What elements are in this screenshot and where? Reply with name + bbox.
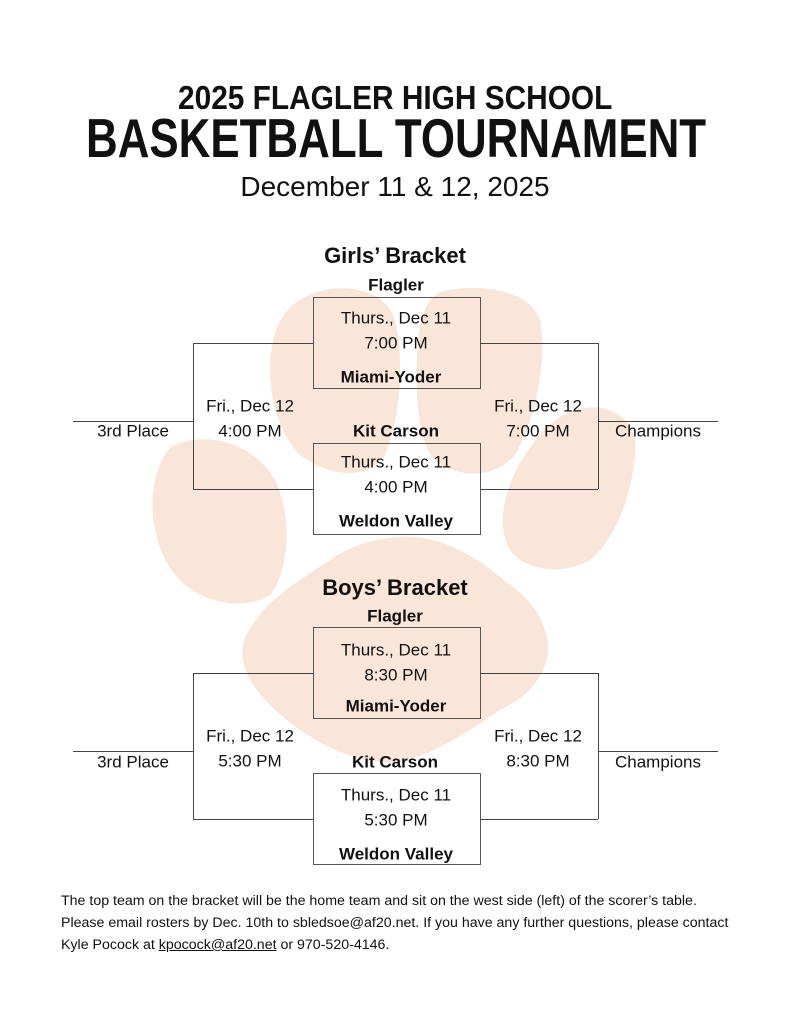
- game1-time: 7:00 PM: [364, 333, 428, 353]
- game1-top-team: Flagler: [368, 275, 424, 295]
- final-game-time: 8:30 PM: [506, 751, 570, 771]
- game2-time: 5:30 PM: [364, 810, 428, 830]
- bracket-line: [193, 819, 313, 820]
- game2-time: 4:00 PM: [364, 477, 428, 497]
- bracket-line: [193, 343, 194, 489]
- final-game-time: 7:00 PM: [506, 421, 570, 441]
- game1-day: Thurs., Dec 11: [340, 308, 452, 328]
- third-game-time: 4:00 PM: [218, 421, 282, 441]
- bracket-title: Boys’ Bracket: [322, 575, 468, 600]
- bracket-line: [193, 673, 313, 674]
- bracket-line: [480, 673, 598, 674]
- third-place-line: [73, 751, 193, 752]
- bracket-line: [598, 343, 599, 489]
- game2-top-team: Kit Carson: [352, 752, 438, 772]
- bracket-line: [480, 819, 598, 820]
- bracket-line: [193, 343, 313, 344]
- footer-phone-text: or 970-520-4146.: [276, 937, 390, 953]
- third-place-line: [73, 421, 193, 422]
- game2-bottom-team: Weldon Valley: [338, 511, 454, 531]
- game2-day: Thurs., Dec 11: [340, 785, 452, 805]
- game2-bottom-team: Weldon Valley: [338, 844, 454, 864]
- game2-day: Thurs., Dec 11: [340, 452, 452, 472]
- third-place-label: 3rd Place: [97, 752, 169, 772]
- paw-main-pad: [242, 536, 549, 763]
- final-game-day: Fri., Dec 12: [494, 726, 582, 746]
- paw-toe-4: [502, 407, 636, 570]
- bracket-line: [193, 673, 194, 819]
- bracket-line: [598, 673, 599, 819]
- footer-note: The top team on the bracket will be the …: [61, 890, 741, 956]
- game2-top-team: Kit Carson: [353, 421, 439, 441]
- third-game-time: 5:30 PM: [218, 751, 282, 771]
- champions-label: Champions: [615, 752, 701, 772]
- champions-line: [598, 751, 718, 752]
- header-line2: BASKETBALL TOURNAMENT: [86, 116, 707, 160]
- paw-toe-3: [152, 439, 287, 604]
- third-place-label: 3rd Place: [97, 421, 169, 441]
- header-line1: 2025 FLAGLER HIGH SCHOOL: [178, 84, 613, 112]
- bracket-line: [480, 489, 598, 490]
- game1-time: 8:30 PM: [364, 665, 428, 685]
- game1-top-team: Flagler: [367, 606, 423, 626]
- game1-bottom-team: Miami-Yoder: [340, 367, 442, 387]
- bracket-line: [480, 343, 598, 344]
- boys-bracket: Boys’ Bracket Flagler Thurs., Dec 11 8:3…: [0, 570, 791, 870]
- contact-email-link[interactable]: kpocock@af20.net: [158, 937, 277, 953]
- paw-toe-2: [416, 287, 543, 474]
- game1-bottom-team: Miami-Yoder: [345, 696, 447, 716]
- bracket-title: Girls’ Bracket: [324, 243, 466, 268]
- champions-label: Champions: [615, 421, 701, 441]
- third-game-day: Fri., Dec 12: [206, 396, 294, 416]
- bracket-line: [193, 489, 313, 490]
- final-game-day: Fri., Dec 12: [494, 396, 582, 416]
- game1-day: Thurs., Dec 11: [340, 640, 452, 660]
- footer-text: The top team on the bracket will be the …: [61, 893, 729, 953]
- girls-bracket: Girls’ Bracket Flagler Thurs., Dec 11 7:…: [0, 240, 791, 540]
- champions-line: [598, 421, 718, 422]
- third-game-day: Fri., Dec 12: [206, 726, 294, 746]
- paw-toe-1: [269, 288, 401, 474]
- tournament-dates: December 11 & 12, 2025: [240, 171, 550, 202]
